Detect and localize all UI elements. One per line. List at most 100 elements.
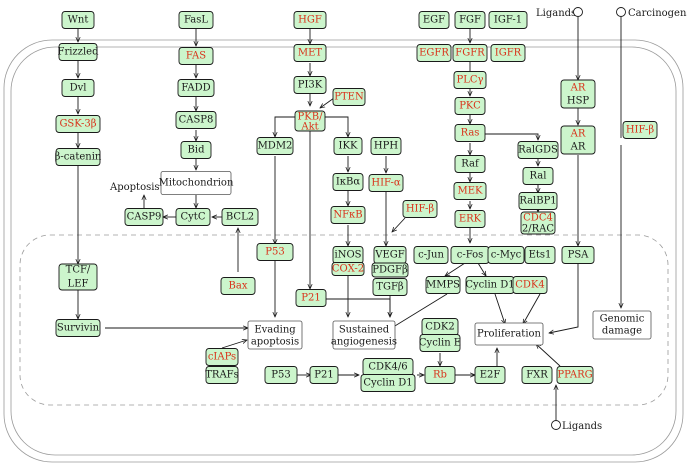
node-label-prolif: Proliferation [477, 329, 542, 340]
node-cdc42a: CDC4 [520, 211, 556, 235]
node-cdk4: CDK4 [512, 276, 548, 294]
node-box-bcl2 [221, 208, 259, 226]
node-label-fadd: FADD [181, 83, 210, 94]
node-label-pkb2: Akt [300, 122, 318, 133]
node-ar2: AR [560, 125, 596, 155]
node-wnt: Wnt [61, 11, 95, 29]
node-ar3: AR [570, 142, 586, 153]
node-label-ralbp1: RalBP1 [519, 196, 556, 207]
node-prolif: Proliferation [474, 322, 544, 346]
node-box-plcg [453, 71, 487, 89]
node-box-mek [453, 182, 487, 200]
node-label-tcf2: LEF [68, 279, 89, 290]
node-box-ikk [333, 137, 363, 155]
node-label-pparg: PPARG [557, 370, 592, 381]
node-label-p53a: P53 [265, 247, 284, 258]
node-label-hif1b: HIF-β [406, 204, 435, 215]
node-gsk3b: GSK-3β [55, 115, 101, 133]
node-label-p21b: P21 [314, 370, 333, 381]
node-label-gsk3b: GSK-3β [59, 119, 96, 130]
node-erk: ERK [454, 210, 486, 228]
node-ral: Ral [522, 167, 554, 185]
node-box-pparg [556, 366, 594, 384]
node-hif1a: HIF-α [368, 174, 404, 192]
node-label-p53b: P53 [271, 370, 290, 381]
node-box-nfkb [330, 206, 366, 224]
node-label-fas: FAS [186, 51, 206, 62]
node-label-hifb2: HIF-β [626, 125, 655, 136]
node-box-casp8 [175, 111, 217, 129]
node-trafs: TRAFs [205, 366, 239, 384]
node-cjun: c-Jun [413, 246, 449, 264]
node-pten: PTEN [332, 88, 366, 106]
node-box-evading1 [247, 320, 303, 350]
node-label-cyce: Cyclin E [419, 338, 461, 349]
node-cdk46: CDK4/6 [362, 358, 414, 376]
node-label-tcf1: TCF/ [66, 265, 91, 276]
node-label-cfos: c-Fos [457, 250, 484, 261]
node-casp8: CASP8 [175, 111, 217, 129]
node-pkc: PKC [454, 97, 486, 115]
node-label-cmyc: c-Myc [491, 250, 522, 261]
node-label-met: MET [298, 48, 323, 59]
node-label-cdk4: CDK4 [515, 280, 545, 291]
node-box-rb [424, 366, 456, 384]
node-label-pi3k: PI3K [298, 80, 323, 91]
node-box-p21a [295, 289, 327, 307]
node-vegf: VEGF [373, 246, 407, 264]
node-label-evading1: Evading [254, 325, 296, 336]
node-evading2: apoptosis [251, 337, 299, 348]
node-frizzled: Frizzled [58, 43, 99, 61]
node-box-e2f [474, 366, 506, 384]
node-label-bid: Bid [188, 145, 206, 156]
node-cyce: Cyclin E [419, 334, 461, 352]
node-box-cdc42a [520, 211, 556, 235]
node-bcl2: BCL2 [221, 208, 259, 226]
node-sustained1: Sustained [332, 320, 396, 350]
node-box-fasl [178, 11, 214, 29]
node-box-igf1 [488, 11, 528, 29]
node-box-cyce [419, 334, 461, 352]
node-egfr: EGFR [416, 44, 452, 62]
node-box-egfr [416, 44, 452, 62]
node-mdm2: MDM2 [256, 137, 294, 155]
node-box-gsk3b [55, 115, 101, 133]
node-box-wnt [61, 11, 95, 29]
node-box-fgf [454, 11, 486, 29]
node-box-bcatenin [55, 148, 101, 166]
node-sustained2: angiogenesis [331, 337, 397, 348]
node-box-ralbp1 [518, 192, 558, 210]
node-egf: EGF [418, 11, 450, 29]
node-label-egfr: EGFR [419, 48, 449, 59]
node-box-ar2 [560, 125, 596, 155]
node-box-cox2 [331, 262, 365, 276]
node-pkb2: Akt [300, 122, 318, 133]
node-e2f: E2F [474, 366, 506, 384]
node-fadd: FADD [177, 79, 215, 97]
node-box-egf [418, 11, 450, 29]
node-box-cytc [175, 208, 211, 226]
node-label-ikba: IκBα [336, 177, 361, 188]
node-ras: Ras [454, 124, 486, 142]
node-mmps: MMPS [425, 276, 461, 294]
node-box-sustained1 [332, 320, 396, 350]
node-mito: Mitochondrion [159, 171, 234, 195]
node-bax: Bax [220, 277, 256, 295]
node-box-hgf [293, 11, 327, 29]
node-box-met [293, 44, 327, 62]
node-label-pten: PTEN [334, 92, 364, 103]
node-label-psa: PSA [568, 250, 590, 261]
node-label-ralgds: RalGDS [518, 145, 558, 156]
carcinogens-circle [616, 7, 626, 17]
node-label-evading2: apoptosis [251, 337, 299, 348]
node-bid: Bid [180, 141, 212, 159]
node-box-survivin [55, 319, 101, 337]
node-label-pkb1: PKB/ [298, 112, 324, 123]
node-box-ral [522, 167, 554, 185]
node-label-fgf: FGF [459, 15, 481, 26]
node-psa: PSA [561, 246, 595, 264]
node-ets1: Ets1 [524, 246, 556, 264]
node-box-trafs [205, 366, 239, 384]
ligands-bottom-circle [551, 420, 561, 430]
node-tcf2: LEF [68, 279, 89, 290]
